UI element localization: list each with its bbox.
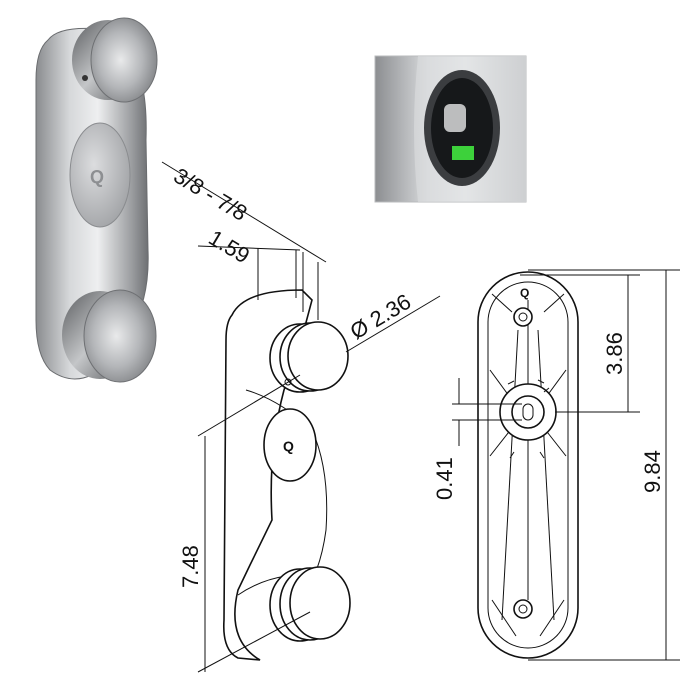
center-disc (69, 122, 131, 228)
dim-label-total-length: 9.84 (640, 450, 665, 493)
logo-letter-photo: Q (90, 167, 104, 187)
dim-center-to-top: 3.86 (520, 274, 640, 413)
dim-label-thickness-range: 3/8 - 7/8 (169, 163, 251, 226)
dim-total-length: 9.84 (528, 269, 680, 661)
side-center-disc (263, 408, 317, 482)
dim-label-slot-width: 0.41 (432, 457, 457, 500)
top-cap (72, 17, 158, 103)
front-view: Q 3.86 9.84 0.41 (432, 269, 680, 661)
dim-cap-diameter: Ø 2.36 (346, 289, 441, 353)
center-boss (499, 383, 557, 441)
dim-slot-width: 0.41 (432, 378, 522, 500)
side-top-cap (269, 321, 349, 393)
logo-letter-front: Q (520, 286, 529, 300)
dim-label-gap: 1.59 (204, 225, 254, 268)
logo-letter-side: Q (283, 438, 294, 454)
dim-gap: 1.59 (197, 225, 301, 300)
dim-label-center-to-top: 3.86 (602, 332, 627, 375)
bottom-cap (62, 289, 157, 383)
dim-vertical-span: 7.48 (178, 374, 311, 673)
dim-label-vertical-span: 7.48 (178, 545, 203, 588)
product-photo: Q (35, 17, 158, 383)
inset-photo (374, 55, 527, 203)
top-screw-hole (513, 307, 533, 327)
bottom-screw-hole (513, 599, 533, 619)
side-view: Q 3/8 - 7/8 1.59 (161, 161, 441, 673)
green-level-indicator (452, 146, 474, 160)
side-bottom-cap (269, 566, 351, 642)
